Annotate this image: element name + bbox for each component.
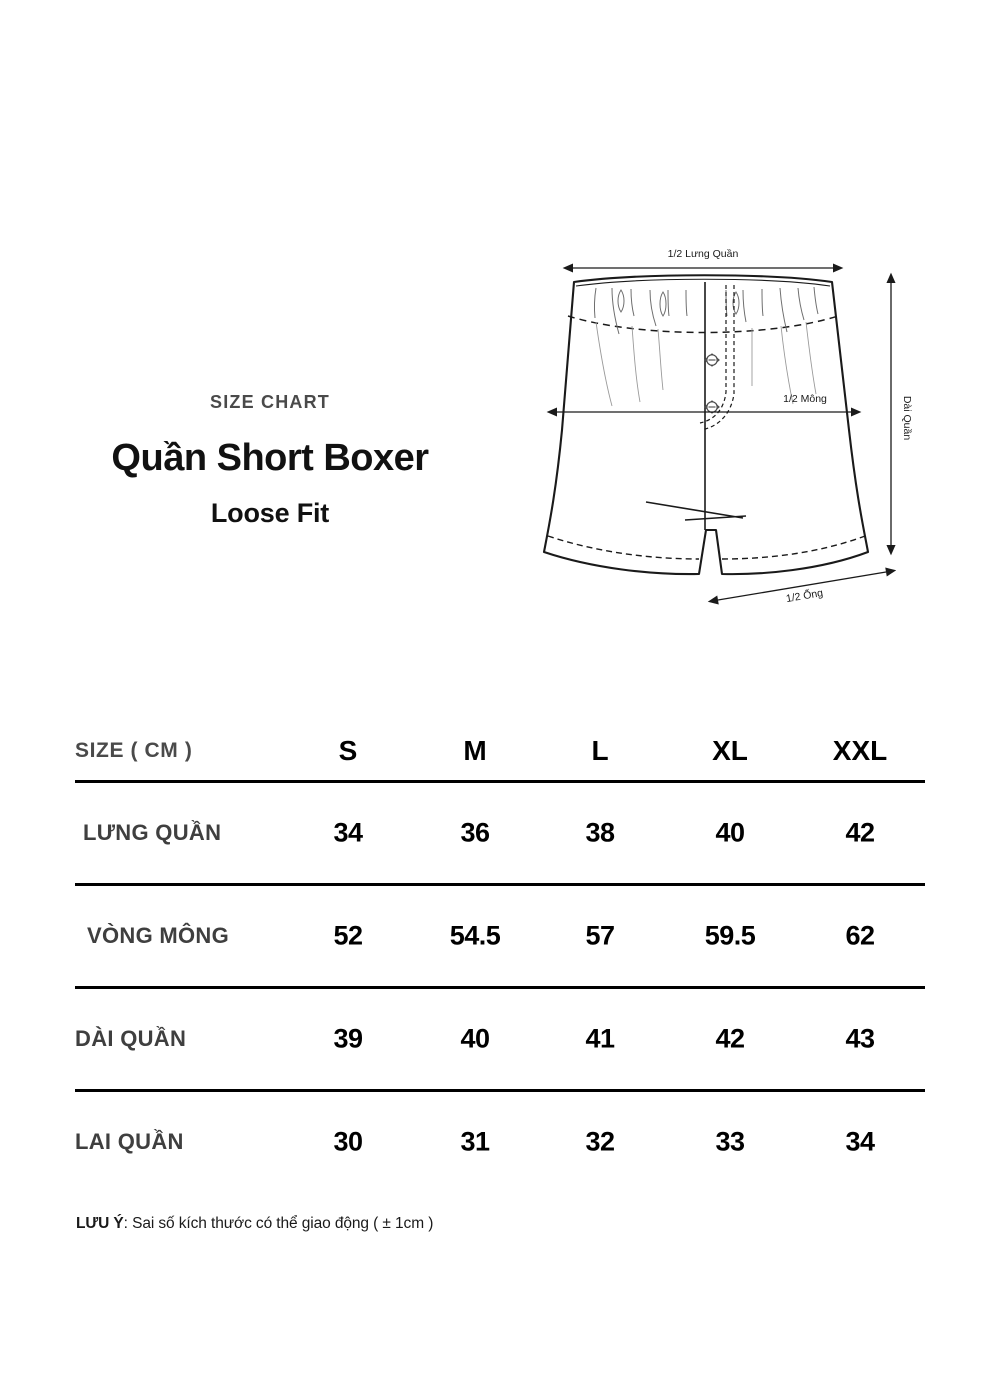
table-header-row: SIZE ( CM ) S M L XL XXL [75,722,925,780]
cell-hem-s: 30 [333,1126,363,1157]
title-block: SIZE CHART Quần Short Boxer Loose Fit [60,392,480,529]
table-row: LƯNG QUẦN 34 36 38 40 42 [75,783,925,883]
column-header-unit: SIZE ( CM ) [75,739,193,762]
cell-hip-l: 57 [585,920,615,951]
cell-length-s: 39 [333,1023,363,1054]
cell-hem-l: 32 [585,1126,615,1157]
waist-dimension-label: 1/2 Lưng Quần [668,248,739,260]
hip-dimension-label: 1/2 Mông [783,393,827,405]
table-rule [75,883,925,886]
table-rule [75,986,925,989]
cell-waist-m: 36 [460,817,490,848]
column-header-m: M [463,735,487,766]
column-header-l: L [591,735,609,766]
row-label-length: DÀI QUẦN [75,1026,187,1051]
row-label-hip: VÒNG MÔNG [87,923,230,948]
cell-hip-s: 52 [333,920,363,951]
cell-hem-xxl: 34 [845,1126,875,1157]
table-row: DÀI QUẦN 39 40 41 42 43 [75,989,925,1089]
cell-hip-xxl: 62 [845,920,875,951]
shorts-outline [542,274,870,576]
cell-hip-m: 54.5 [449,920,501,951]
cell-length-xxl: 43 [845,1023,875,1054]
cell-hem-m: 31 [460,1126,490,1157]
cell-waist-s: 34 [333,817,363,848]
cell-length-l: 41 [585,1023,615,1054]
cell-waist-xxl: 42 [845,817,875,848]
length-dimension-label: Dài Quần [901,396,913,441]
page-title: Quần Short Boxer [111,437,429,479]
fit-subtitle: Loose Fit [210,498,330,528]
column-header-s: S [338,735,358,766]
note-disclaimer: LƯU Ý: Sai số kích thước có thể giao độn… [76,1215,433,1233]
cell-waist-l: 38 [585,817,615,848]
waist-dimension: 1/2 Lưng Quần [562,248,844,273]
table-row: LAI QUẦN 30 31 32 33 34 [75,1092,925,1192]
row-label-hem: LAI QUẦN [75,1129,184,1154]
row-label-waist: LƯNG QUẦN [83,820,222,845]
length-dimension: Dài Quần [886,272,913,556]
hip-dimension: 1/2 Mông [546,393,862,417]
table-rule [75,1089,925,1092]
table-rule [75,780,925,783]
cell-hip-xl: 59.5 [704,920,756,951]
cell-length-m: 40 [460,1023,490,1054]
column-header-xxl: XXL [832,735,888,766]
boxer-shorts-diagram: 1/2 Lưng Quần [500,230,970,630]
cell-waist-xl: 40 [715,817,745,848]
note-text: : Sai số kích thước có thể giao động ( ±… [123,1215,434,1232]
column-header-xl: XL [712,735,748,766]
size-chart-table: SIZE ( CM ) S M L XL XXL LƯNG QUẦN 34 36… [75,722,925,1192]
note-prefix: LƯU Ý [76,1215,124,1232]
leg-opening-dimension: 1/2 Ống [707,567,897,605]
cell-hem-xl: 33 [715,1126,745,1157]
button-upper [704,353,720,367]
size-chart-eyebrow: SIZE CHART [210,392,330,412]
table-row: VÒNG MÔNG 52 54.5 57 59.5 62 [75,886,925,986]
cell-length-xl: 42 [715,1023,745,1054]
